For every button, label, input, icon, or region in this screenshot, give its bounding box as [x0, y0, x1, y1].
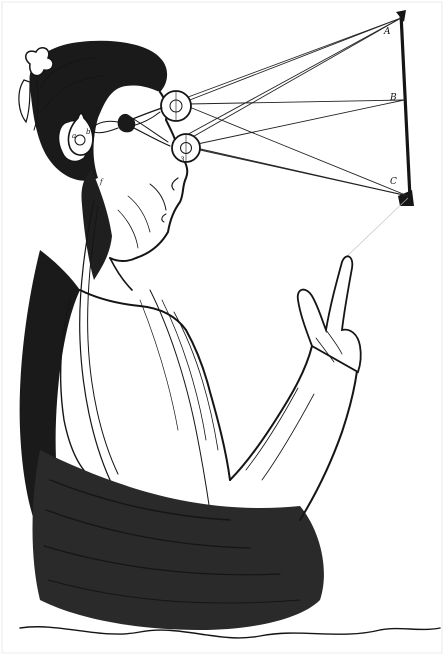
- label-c: C: [390, 177, 397, 187]
- label-pineal-a: a: [72, 132, 76, 140]
- eyes: 3: [161, 91, 200, 164]
- label-a: A: [383, 27, 391, 37]
- label-f: f: [99, 178, 104, 186]
- light-rays: [172, 18, 408, 260]
- hair: [19, 41, 167, 181]
- label-pineal-b: b: [86, 128, 91, 136]
- object-arrow: A B C: [383, 10, 414, 206]
- label-3: 3: [180, 156, 185, 164]
- pointing-arm: [230, 256, 361, 520]
- torso: 7: [20, 200, 440, 638]
